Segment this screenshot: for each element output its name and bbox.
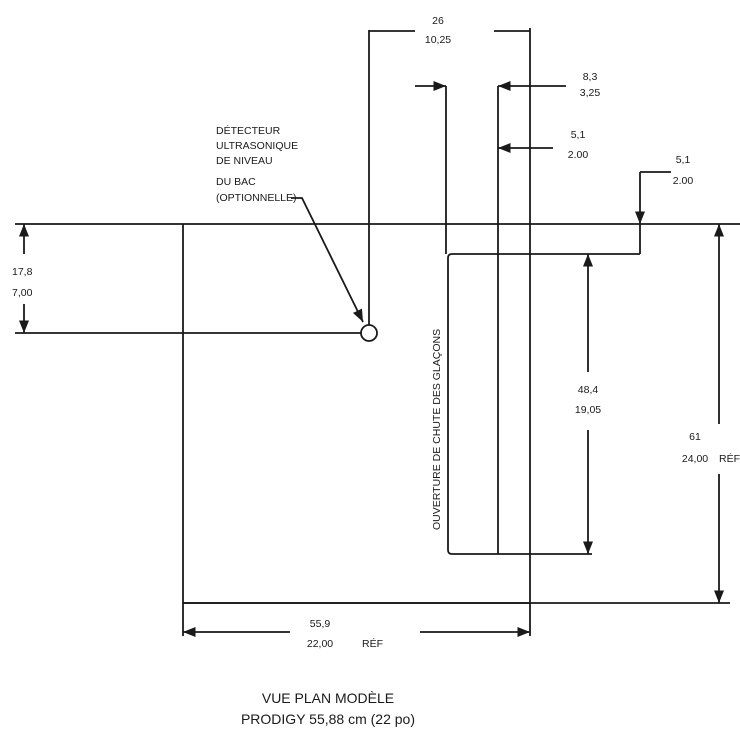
machine-outline [182,223,740,604]
dim-chute-48-4-in: 19,05 [575,404,601,416]
dim-top-8-3: 8,3 3,25 [415,71,600,99]
dim-left-17-8-cm: 17,8 [12,266,33,278]
dim-chute-48-4-cm: 48,4 [578,384,599,396]
dim-bottom-55-9-cm: 55,9 [310,618,331,630]
dim-left-17-8: 17,8 7,00 [12,223,361,334]
title-line-1: VUE PLAN MODÈLE [262,690,394,706]
ice-chute-opening [445,28,640,636]
dim-chute-48-4: 48,4 19,05 [575,254,601,554]
chute-label: OUVERTURE DE CHUTE DES GLAÇONS [431,329,443,530]
detector-label-line-1: DÉTECTEUR [216,124,281,137]
detector-circle [360,324,378,342]
detector-label-line-4: DU BAC [216,176,256,188]
dim-top-26-in: 10,25 [425,34,451,46]
dim-top-8-3-cm: 8,3 [583,71,598,83]
dim-top-5-1-b-in: 2.00 [673,175,694,187]
ultrasonic-detector: DÉTECTEUR ULTRASONIQUE DE NIVEAU DU BAC … [216,30,378,342]
title-line-2: PRODIGY 55,88 cm (22 po) [241,711,415,727]
detector-label-line-5: (OPTIONNELLE) [216,192,297,204]
dim-top-5-1-a-in: 2.00 [568,149,589,161]
dim-bottom-55-9-ref: RÉF [362,637,383,650]
dim-top-5-1-a-cm: 5,1 [571,129,586,141]
dim-right-61-ref: RÉF [719,452,740,465]
dim-bottom-55-9-in: 22,00 [307,638,333,650]
dim-top-26: 26 10,25 [369,15,530,46]
dim-top-26-cm: 26 [432,15,444,27]
dim-right-61: 61 24,00 RÉF [183,224,740,604]
dim-top-5-1-b-cm: 5,1 [676,154,691,166]
dim-top-5-1-a: 5,1 2.00 [498,129,588,161]
dim-right-61-cm: 61 [689,431,701,443]
detector-label: DÉTECTEUR ULTRASONIQUE DE NIVEAU DU BAC … [216,124,298,204]
drawing-title: VUE PLAN MODÈLE PRODIGY 55,88 cm (22 po) [241,690,415,727]
dim-bottom-55-9: 55,9 22,00 RÉF [182,603,530,650]
dim-top-8-3-in: 3,25 [580,87,601,99]
dim-right-61-in: 24,00 [682,453,708,465]
dim-left-17-8-in: 7,00 [12,287,33,299]
dim-top-5-1-b: 5,1 2.00 [634,154,694,254]
detector-label-line-3: DE NIVEAU [216,155,273,167]
detector-label-line-2: ULTRASONIQUE [216,140,298,152]
